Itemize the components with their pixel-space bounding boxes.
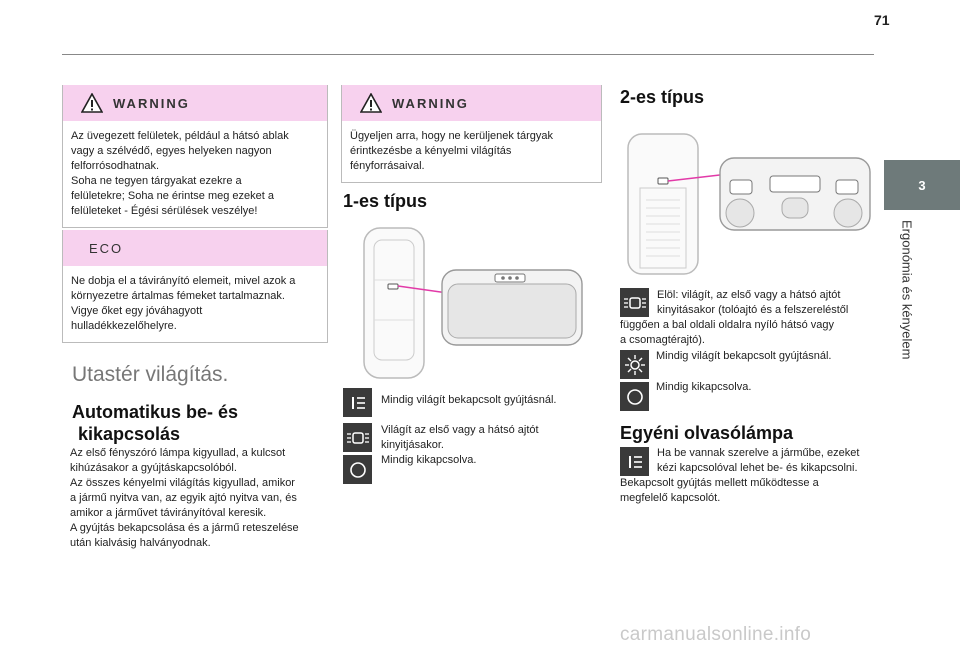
text-line: Elöl: világít, az első vagy a hátsó ajtó… [657, 289, 841, 301]
van-type1-illustration [363, 227, 583, 379]
text-line: Vigye őket egy jóváhagyott [71, 305, 203, 317]
chapter-tab[interactable]: 3 [884, 160, 960, 210]
chapter-label-text: Ergonómia és kényelem [899, 220, 915, 360]
warning-box-2: WARNING Ügyeljen arra, hogy ne kerüljene… [341, 85, 602, 183]
text-line: Mindig kikapcsolva. [381, 454, 477, 466]
lamp-off-icon [343, 455, 372, 484]
warning-header-2: WARNING [342, 85, 601, 121]
van-type2-illustration [627, 133, 871, 275]
text-line: felületekre; Soha ne érintse meg ezeket … [71, 190, 275, 202]
text-line: érintkezésbe a kényelmi világítás [350, 145, 512, 157]
lamp-on-icon [343, 388, 372, 417]
text-line: Világít az első vagy a hátsó ajtót [381, 424, 539, 436]
text-line: Ügyeljen arra, hogy ne kerüljenek tárgya… [350, 130, 554, 142]
text-line: Ne dobja el a távirányító elemeit, mivel… [71, 275, 296, 287]
type1-door-text: Világít az első vagy a hátsó ajtót kinyi… [381, 423, 539, 468]
warning-triangle-icon [81, 93, 103, 113]
text-line: függően a bal oldali oldalra nyíló hátsó… [620, 319, 835, 331]
type1-on-text: Mindig világít bekapcsolt gyújtásnál. [381, 394, 557, 406]
text-line: kihúzásakor a gyújtáskapcsolóból. [70, 462, 237, 474]
text-line: hulladékkezelőhelyre. [71, 320, 177, 332]
text-line: A gyújtás bekapcsolása és a jármű retesz… [70, 522, 299, 534]
heading-reading-lamp: Egyéni olvasólámpa [620, 423, 794, 443]
warning-box-1: WARNING Az üvegezett felületek, például … [62, 85, 328, 228]
lamp-on-icon [620, 447, 649, 476]
text-line: kinyitásakor (tolóajtó és a felszerelést… [657, 304, 849, 316]
text-line: vagy a szélvédő, egyes helyeken nagyon [71, 145, 272, 157]
reading-lamp-text: Ha be vannak szerelve a járműbe, ezeket … [620, 446, 878, 506]
type2-on-text: Mindig világít bekapcsolt gyújtásnál. [656, 350, 832, 362]
heading-type2: 2-es típus [620, 87, 705, 107]
sun-lamp-on-icon [620, 350, 649, 379]
text-line: kinyitjásakor. [381, 439, 444, 451]
text-line: Ha be vannak szerelve a járműbe, ezeket [657, 447, 860, 459]
text-line: után kialvásig halványodnak. [70, 537, 211, 549]
door-lamp-icon [620, 288, 649, 317]
text-line: Az üvegezett felületek, például a hátsó … [71, 130, 289, 142]
type2-off-text: Mindig kikapcsolva. [656, 381, 752, 393]
text-line: Az első fényszóró lámpa kigyullad, a kul… [70, 447, 286, 459]
eco-title: ECO [89, 240, 124, 256]
text-line: megfelelő kapcsolót. [620, 492, 721, 504]
heading-line: kikapcsolás [78, 424, 181, 444]
eco-header: ECO [63, 230, 327, 266]
text-line: kézi kapcsolóval lehet be- és kikapcsoln… [657, 462, 858, 474]
heading-line: Automatikus be- és [72, 402, 239, 422]
heading-type1: 1-es típus [343, 191, 428, 211]
warning-header-1: WARNING [63, 85, 327, 121]
section-title: Utastér világítás. [72, 363, 229, 386]
text-line: felületeket - Égési sérülések veszélye! [71, 205, 258, 217]
text-line: a csomagtérajtó). [620, 334, 705, 346]
text-line: amikor a járművet távirányítóval keresik… [70, 507, 267, 519]
lamp-off-icon [620, 382, 649, 411]
text-line: fényforrásaival. [350, 160, 425, 172]
top-rule [62, 54, 874, 55]
warning-title-1: WARNING [113, 95, 190, 111]
text-line: Soha ne tegyen tárgyakat ezekre a [71, 175, 242, 187]
text-line: Az összes kényelmi világítás kigyullad, … [70, 477, 295, 489]
automatic-body: Az első fényszóró lámpa kigyullad, a kul… [70, 446, 330, 551]
warning-text-2: Ügyeljen arra, hogy ne kerüljenek tárgya… [342, 121, 601, 182]
door-lamp-icon [343, 423, 372, 452]
heading-automatic: Automatikus be- és kikapcsolás [72, 401, 238, 445]
watermark: carmanualsonline.info [620, 624, 812, 645]
warning-triangle-icon [360, 93, 382, 113]
text-line: környezetre ártalmas fémeket tartalmazna… [71, 290, 285, 302]
text-line: felforrósodhatnak. [71, 160, 160, 172]
page-number: 71 [874, 12, 890, 28]
eco-text: Ne dobja el a távirányító elemeit, mivel… [63, 266, 327, 342]
text-line: a jármű nyitva van, az egyik ajtó nyitva… [70, 492, 297, 504]
warning-title-2: WARNING [392, 95, 469, 111]
eco-box: ECO Ne dobja el a távirányító elemeit, m… [62, 230, 328, 343]
type2-door-text: Elöl: világít, az első vagy a hátsó ajtó… [620, 288, 878, 348]
warning-text-1: Az üvegezett felületek, például a hátsó … [63, 121, 327, 227]
text-line: Bekapcsolt gyújtás mellett működtesse a [620, 477, 819, 489]
chapter-label: Ergonómia és kényelem [896, 220, 918, 580]
